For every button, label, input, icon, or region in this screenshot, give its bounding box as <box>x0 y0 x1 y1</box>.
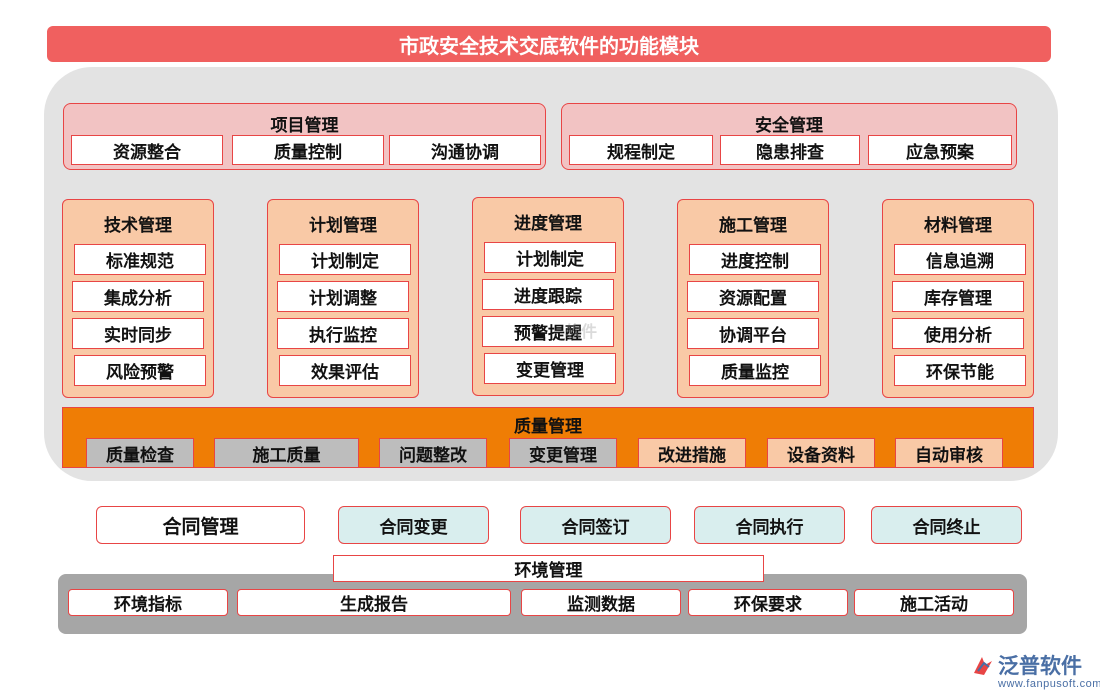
module-item[interactable]: 执行监控 <box>277 318 409 349</box>
module-item[interactable]: 施工活动 <box>854 589 1014 616</box>
watermark: 软件 <box>565 322 598 341</box>
module-item[interactable]: 集成分析 <box>72 281 204 312</box>
module-item[interactable]: 环保要求 <box>688 589 848 616</box>
module-item[interactable]: 预警提醒 <box>482 316 614 347</box>
module-item[interactable]: 质量监控 <box>689 355 821 386</box>
module-item[interactable]: 进度控制 <box>689 244 821 275</box>
module-item[interactable]: 计划制定 <box>279 244 411 275</box>
group-title: 技术管理 <box>104 216 172 236</box>
group-construction-management: 施工管理 进度控制 资源配置 协调平台 质量监控 <box>677 199 829 398</box>
group-quality-management: 质量管理 质量检查 施工质量 问题整改 变更管理 改进措施 设备资料 自动审核 <box>62 407 1034 468</box>
group-safety-management: 安全管理 规程制定 隐患排查 应急预案 <box>561 103 1017 170</box>
logo-name: 泛普软件 <box>998 654 1082 678</box>
module-item[interactable]: 库存管理 <box>892 281 1024 312</box>
module-item[interactable]: 风险预警 <box>74 355 206 386</box>
group-tech-management: 技术管理 标准规范 集成分析 实时同步 风险预警 <box>62 199 214 398</box>
module-item[interactable]: 应急预案 <box>868 135 1012 165</box>
logo-url: www.fanpusoft.com <box>998 678 1100 690</box>
module-item[interactable]: 资源配置 <box>687 281 819 312</box>
module-item[interactable]: 变更管理 <box>509 438 617 468</box>
module-item[interactable]: 合同终止 <box>871 506 1022 544</box>
module-item[interactable]: 生成报告 <box>237 589 511 616</box>
module-item[interactable]: 计划制定 <box>484 242 616 273</box>
module-item[interactable]: 环境指标 <box>68 589 228 616</box>
module-item[interactable]: 协调平台 <box>687 318 819 349</box>
group-project-management: 项目管理 资源整合 质量控制 沟通协调 <box>63 103 546 170</box>
module-item[interactable]: 合同签订 <box>520 506 671 544</box>
module-item[interactable]: 标准规范 <box>74 244 206 275</box>
module-item[interactable]: 使用分析 <box>892 318 1024 349</box>
brand-logo: 泛普软件 www.fanpusoft.com <box>968 650 1100 696</box>
environment-management-title[interactable]: 环境管理 <box>333 555 764 582</box>
group-title: 进度管理 <box>514 214 582 234</box>
module-item[interactable]: 沟通协调 <box>389 135 541 165</box>
module-item[interactable]: 实时同步 <box>72 318 204 349</box>
group-title: 质量管理 <box>514 417 582 437</box>
module-item[interactable]: 信息追溯 <box>894 244 1026 275</box>
module-item[interactable]: 质量控制 <box>232 135 384 165</box>
logo-icon <box>974 657 992 675</box>
module-item[interactable]: 隐患排查 <box>720 135 860 165</box>
module-item[interactable]: 改进措施 <box>638 438 746 468</box>
group-title: 施工管理 <box>719 216 787 236</box>
module-item[interactable]: 施工质量 <box>214 438 359 468</box>
module-item[interactable]: 质量检查 <box>86 438 194 468</box>
module-item[interactable]: 设备资料 <box>767 438 875 468</box>
module-item[interactable]: 规程制定 <box>569 135 713 165</box>
module-item[interactable]: 进度跟踪 <box>482 279 614 310</box>
group-progress-management: 进度管理 计划制定 进度跟踪 预警提醒 变更管理 <box>472 197 624 396</box>
module-item[interactable]: 合同变更 <box>338 506 489 544</box>
module-item[interactable]: 合同执行 <box>694 506 845 544</box>
contract-management-title[interactable]: 合同管理 <box>96 506 305 544</box>
group-plan-management: 计划管理 计划制定 计划调整 执行监控 效果评估 <box>267 199 419 398</box>
group-title: 安全管理 <box>755 116 823 136</box>
group-title: 材料管理 <box>924 216 992 236</box>
module-item[interactable]: 监测数据 <box>521 589 681 616</box>
page-title: 市政安全技术交底软件的功能模块 <box>47 26 1051 62</box>
module-item[interactable]: 变更管理 <box>484 353 616 384</box>
module-item[interactable]: 自动审核 <box>895 438 1003 468</box>
group-title: 项目管理 <box>270 116 339 136</box>
group-title: 计划管理 <box>309 216 377 236</box>
module-item[interactable]: 效果评估 <box>279 355 411 386</box>
module-item[interactable]: 计划调整 <box>277 281 409 312</box>
module-item[interactable]: 资源整合 <box>71 135 223 165</box>
group-material-management: 材料管理 信息追溯 库存管理 使用分析 环保节能 <box>882 199 1034 398</box>
module-item[interactable]: 问题整改 <box>379 438 487 468</box>
module-item[interactable]: 环保节能 <box>894 355 1026 386</box>
